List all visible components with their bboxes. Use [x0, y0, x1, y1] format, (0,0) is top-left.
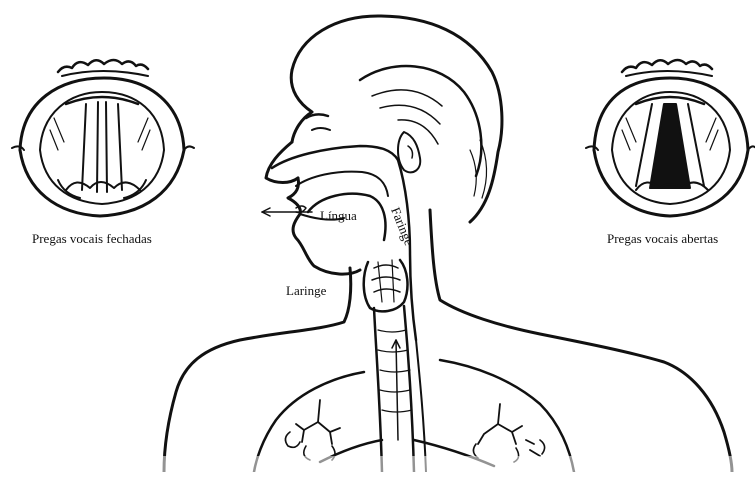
- bottom-fade: [0, 456, 755, 472]
- vocal-folds-open-drawing: [586, 60, 755, 216]
- label-larynx: Laringe: [286, 283, 326, 299]
- label-tongue: Língua: [320, 208, 357, 224]
- vocal-folds-closed-drawing: [12, 60, 194, 216]
- label-vocal-folds-closed: Pregas vocais fechadas: [32, 231, 152, 247]
- label-vocal-folds-open: Pregas vocais abertas: [607, 231, 718, 247]
